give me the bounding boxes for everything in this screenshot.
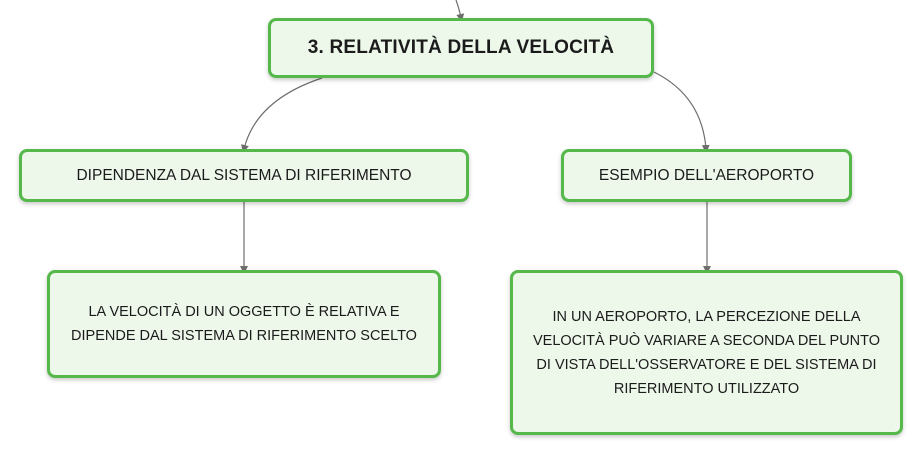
branch-node-airport-example[interactable]: ESEMPIO DELL'AEROPORTO xyxy=(561,149,852,202)
detail-node-airport-example[interactable]: IN UN AEROPORTO, LA PERCEZIONE DELLA VEL… xyxy=(510,270,903,435)
connector-parent-to-main xyxy=(455,0,465,22)
detail-node-reference-system[interactable]: LA VELOCITÀ DI UN OGGETTO È RELATIVA E D… xyxy=(47,270,441,378)
detail-text: LA VELOCITÀ DI UN OGGETTO È RELATIVA E D… xyxy=(71,304,417,344)
branch-node-reference-system[interactable]: DIPENDENZA DAL SISTEMA DI RIFERIMENTO xyxy=(19,149,469,202)
branch-label: DIPENDENZA DAL SISTEMA DI RIFERIMENTO xyxy=(76,166,412,184)
connector-main-to-right-branch xyxy=(653,71,710,153)
connector-main-to-left-branch xyxy=(241,77,323,153)
branch-label: ESEMPIO DELL'AEROPORTO xyxy=(598,166,815,184)
detail-text: IN UN AEROPORTO, LA PERCEZIONE DELLA VEL… xyxy=(532,308,881,397)
main-topic-label: 3. RELATIVITÀ DELLA VELOCITÀ xyxy=(307,37,615,58)
main-topic-node[interactable]: 3. RELATIVITÀ DELLA VELOCITÀ xyxy=(268,18,654,78)
